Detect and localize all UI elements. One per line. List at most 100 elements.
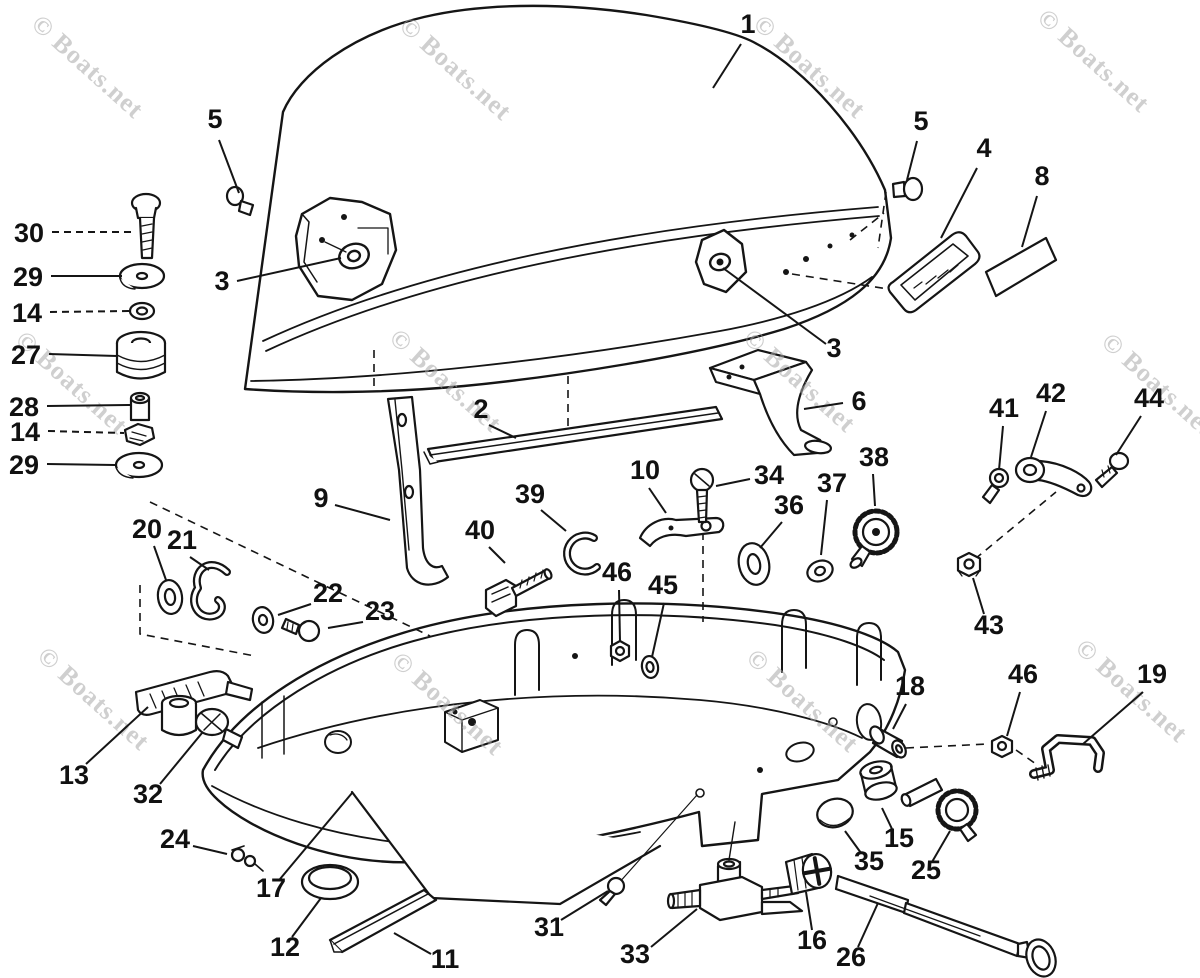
leader-line-2 <box>488 424 517 439</box>
bracket-6 <box>708 348 833 457</box>
leader-line-25 <box>931 830 951 863</box>
callout-number-44: 44 <box>1134 383 1164 413</box>
leader-line-38 <box>872 473 876 507</box>
bushing-18 <box>869 725 907 759</box>
leader-line-22 <box>277 603 312 616</box>
callout-number-11: 11 <box>431 944 460 974</box>
callout-number-4: 4 <box>976 133 991 163</box>
leader-line-39 <box>540 509 567 532</box>
callout-number-12: 12 <box>270 932 300 962</box>
leader-line-46 <box>618 589 621 642</box>
screw-34 <box>689 467 715 524</box>
nameplate-4 <box>887 231 981 314</box>
leader-line-32 <box>159 732 203 785</box>
callout-number-26: 26 <box>836 942 866 972</box>
nut-14-upper <box>128 301 156 321</box>
plate-8 <box>984 236 1058 298</box>
hook-21 <box>190 561 231 621</box>
callout-number-14: 14 <box>10 417 40 447</box>
leader-line-33 <box>650 908 698 948</box>
leader-line-44 <box>1115 415 1142 456</box>
callout-number-5: 5 <box>913 106 928 136</box>
callout-number-9: 9 <box>313 483 328 513</box>
leader-line-9 <box>334 504 391 521</box>
nut-46-right <box>990 734 1014 759</box>
engine-cover <box>243 4 893 394</box>
lower-cowl-pan <box>201 599 907 906</box>
callout-number-24: 24 <box>160 824 190 854</box>
leader-line-5 <box>218 139 240 194</box>
callout-number-1: 1 <box>740 9 755 39</box>
watermark-text: © Boats.net <box>1070 633 1194 748</box>
clevis-bolt-40 <box>484 568 553 618</box>
callout-number-21: 21 <box>167 525 197 555</box>
callout-number-29: 29 <box>13 262 43 292</box>
callout-number-41: 41 <box>989 393 1019 423</box>
leader-line-10 <box>648 487 667 514</box>
knob-32 <box>194 707 244 750</box>
shift-rod-26 <box>834 874 1057 978</box>
clip-5-left <box>225 185 255 217</box>
leader-line-4 <box>940 167 978 239</box>
leader-line-18 <box>892 703 907 730</box>
leader-line-11 <box>393 932 432 955</box>
leader-line-14 <box>47 430 125 434</box>
callout-number-6: 6 <box>851 386 866 416</box>
plug-16 <box>784 852 833 896</box>
washer-29-upper <box>118 262 166 290</box>
cover-latch-plate-left <box>294 196 398 302</box>
leader-line-12 <box>291 897 322 938</box>
leader-line-layer <box>46 43 1144 955</box>
callout-number-8: 8 <box>1034 161 1049 191</box>
ring-20 <box>156 578 184 616</box>
leader-line-8 <box>1021 195 1038 248</box>
seal-strip-11 <box>328 888 438 954</box>
cap-35 <box>816 797 854 829</box>
support-strap-9 <box>386 395 450 586</box>
knurled-shaft-25 <box>900 777 979 843</box>
nut-46-center <box>609 639 631 663</box>
callout-number-35: 35 <box>854 846 884 876</box>
leader-line-29 <box>46 463 116 466</box>
callout-number-32: 32 <box>133 779 163 809</box>
callout-number-20: 20 <box>132 514 162 544</box>
seal-strip-2 <box>423 405 724 465</box>
knurled-knob-38 <box>849 508 900 569</box>
leader-line-26 <box>857 902 879 948</box>
callout-number-46: 46 <box>602 557 632 587</box>
callout-number-3: 3 <box>826 333 841 363</box>
alignment-dashes <box>139 191 1057 765</box>
pan-clamp-block <box>444 699 499 753</box>
callout-number-30: 30 <box>14 218 44 248</box>
leader-line-37 <box>820 499 828 556</box>
lever-42 <box>1014 456 1093 498</box>
leader-line-17 <box>279 792 353 880</box>
watermark-text: © Boats.net <box>1032 3 1156 118</box>
callout-number-10: 10 <box>630 455 660 485</box>
leader-line-15 <box>881 807 894 832</box>
clip-24 <box>230 845 264 872</box>
leader-line-45 <box>651 602 665 658</box>
leader-line-1 <box>712 43 742 89</box>
bolt-41 <box>981 467 1010 505</box>
leader-line-13 <box>85 706 149 765</box>
callout-number-16: 16 <box>797 925 827 955</box>
callout-number-31: 31 <box>534 912 564 942</box>
grommet-37 <box>806 559 834 583</box>
link-lever-10 <box>638 516 725 548</box>
mount-grommet-27 <box>115 330 167 380</box>
spacer-28 <box>129 391 151 422</box>
leader-line-20 <box>153 545 167 581</box>
callout-number-18: 18 <box>895 671 925 701</box>
bolt-30 <box>130 192 162 260</box>
clamp-14-lower <box>123 422 156 447</box>
leader-line-19 <box>1082 691 1144 745</box>
leader-line-43 <box>972 577 985 615</box>
callout-number-39: 39 <box>515 479 545 509</box>
leader-line-6 <box>803 402 844 410</box>
leader-line-40 <box>488 546 506 564</box>
callout-number-42: 42 <box>1036 378 1066 408</box>
leader-line-46 <box>1006 691 1021 737</box>
